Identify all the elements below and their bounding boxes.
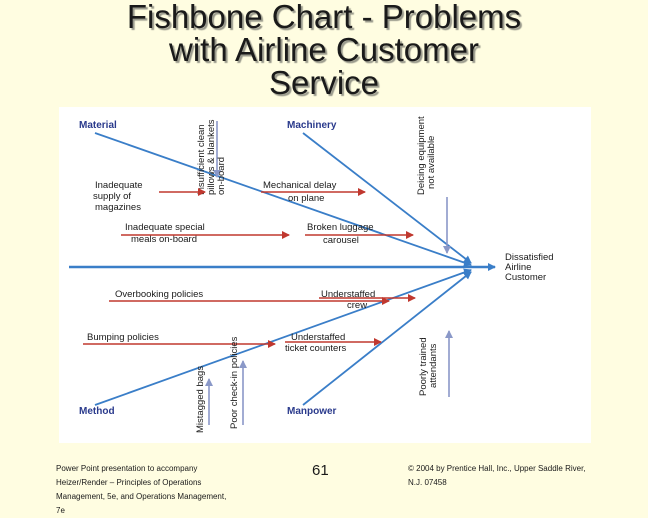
cause-meals: Inadequate special meals on-board (125, 222, 207, 245)
cause-misbags: Mistagged bags (195, 366, 206, 433)
footer-left-line-3: Management, 5e, and Operations Managemen… (56, 492, 227, 501)
footer-attribution: Power Point presentation to accompany He… (56, 462, 266, 518)
bone-method (94, 268, 472, 406)
footer-right-line-1: © 2004 by Prentice Hall, Inc., Upper Sad… (408, 464, 586, 473)
footer-left-line-2: Heizer/Render – Principles of Operations (56, 478, 202, 487)
title-line-3: Service (268, 64, 380, 101)
cause-checkin: Poor check-in policies (229, 336, 240, 429)
cause-pillows: Insufficient clean pillows & blankets on… (196, 117, 227, 195)
cause-deicing: Deicing equipment not available (416, 114, 437, 195)
category-manpower: Manpower (287, 406, 337, 417)
cause-crew: Understaffed crew (321, 289, 378, 311)
cause-magazines: Inadequate supply of magazines (93, 180, 145, 213)
bone-material (94, 132, 472, 267)
effect-label: Dissatisfied Airline Customer (505, 252, 556, 283)
footer-copyright: © 2004 by Prentice Hall, Inc., Upper Sad… (408, 462, 638, 490)
effect-line-3: Customer (505, 272, 546, 283)
page-number: 61 (312, 462, 329, 479)
bone-machinery (302, 132, 472, 264)
category-method: Method (79, 406, 115, 417)
title-line-1: Fishbone Chart - Problems (126, 0, 522, 35)
category-machinery: Machinery (287, 120, 337, 131)
effect-line-1: Dissatisfied (505, 252, 554, 263)
cause-attendants: Poorly trained attendants (418, 335, 439, 396)
slide-title: Fishbone Chart - Problems with Airline C… (0, 0, 648, 99)
bone-manpower (302, 271, 472, 406)
cause-luggage: Broken luggage carousel (307, 222, 376, 246)
effect-line-2: Airline (505, 262, 531, 273)
footer-left-line-4: 7e (56, 506, 65, 515)
title-line-2: with Airline Customer (169, 31, 479, 68)
footer-left-line-1: Power Point presentation to accompany (56, 464, 198, 473)
footer-right-line-2: N.J. 07458 (408, 478, 447, 487)
fishbone-diagram: Material Machinery Method Manpower Dissa… (59, 107, 591, 443)
category-material: Material (79, 120, 117, 131)
cause-bumping: Bumping policies (87, 332, 159, 343)
fishbone-svg: Material Machinery Method Manpower Dissa… (69, 114, 556, 433)
cause-counters: Understaffed ticket counters (285, 332, 348, 354)
cause-overbooking: Overbooking policies (115, 289, 203, 300)
cause-mech-delay: Mechanical delay on plane (263, 180, 339, 204)
